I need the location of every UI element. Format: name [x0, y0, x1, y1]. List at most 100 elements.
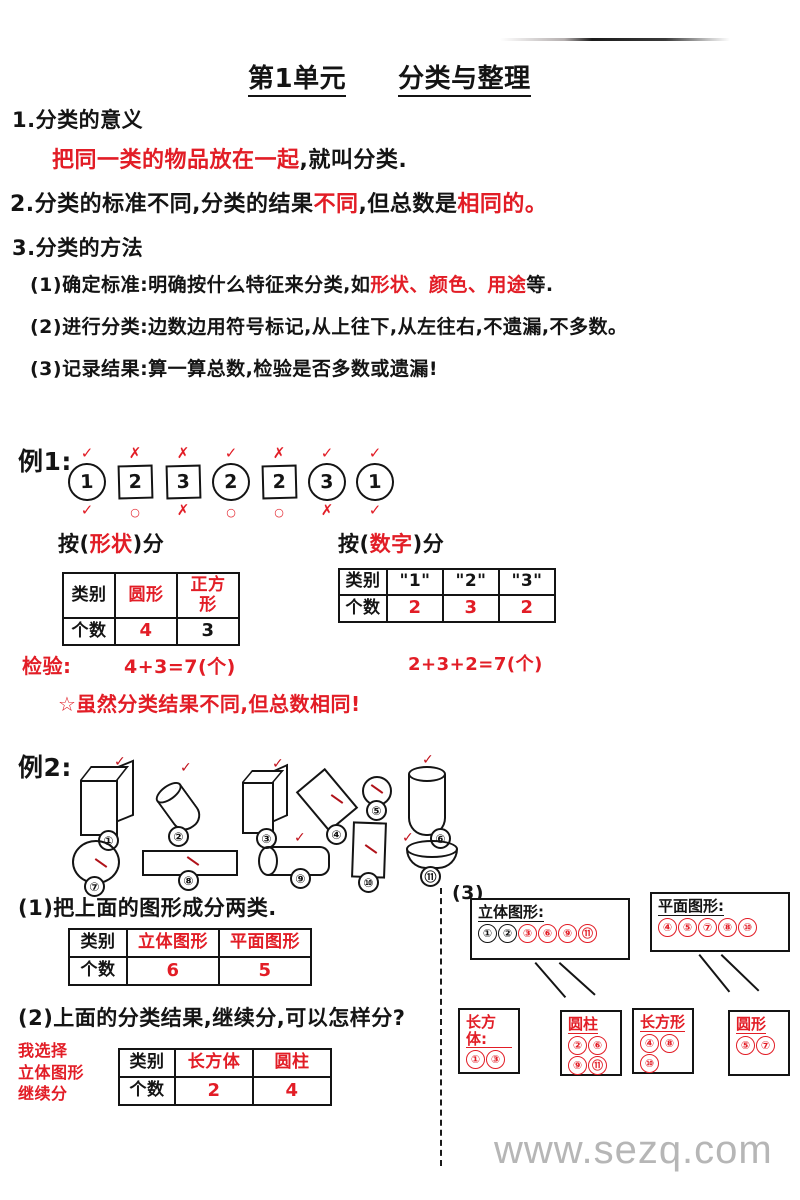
square-shape: 2 [117, 464, 153, 500]
check-mark-icon: ✓ [224, 444, 238, 462]
title-topic: 分类与整理 [398, 64, 531, 97]
figure-number: ⑧ [178, 870, 199, 891]
number-tally-table: 类别 "1" "2" "3" 个数 2 3 2 [338, 568, 556, 623]
tree-connector [558, 962, 596, 996]
sort-shape-post: )分 [132, 532, 165, 556]
cross-mark-icon: ✗ [272, 444, 286, 462]
figure-number: ⑩ [358, 872, 379, 893]
tree-connector [534, 962, 567, 999]
figure-cylinder-9: ⑨ ✓ [258, 830, 348, 898]
figure-number: ④ [326, 824, 347, 845]
conclusion-text: ☆虽然分类结果不同,但总数相同! [58, 692, 361, 716]
category-cell: 正方形 [176, 571, 240, 620]
table-row: 个数 6 5 [68, 956, 312, 986]
category-cell: "1" [386, 568, 444, 596]
sort-number-pre: 按( [338, 532, 370, 556]
section-1-body: 把同一类的物品放在一起,就叫分类. [52, 142, 407, 174]
sort-by-number-label: 按(数字)分 [338, 528, 444, 558]
circle-shape: 1 [355, 462, 395, 502]
table-row: 个数 2 4 [118, 1076, 332, 1106]
tree-item-number: ⑪ [588, 1055, 607, 1075]
equation-number: 2+3+2=7(个) [408, 654, 543, 675]
tree-item-number: ⑧ [718, 917, 737, 937]
tree-item-number: ⑩ [640, 1053, 659, 1073]
cross-mark-icon: ✗ [320, 501, 334, 519]
cross-mark-icon: ✗ [176, 501, 190, 519]
circle-mark-icon: ○ [130, 506, 140, 519]
tree-leaf-caption: 圆柱 [568, 1015, 599, 1034]
tree-item-number: ⑪ [578, 923, 597, 943]
cross-mark-icon: ✗ [128, 444, 142, 462]
shape-tally-table: 类别 圆形 正方形 个数 4 3 [62, 571, 240, 646]
tree-item-number: ⑨ [558, 923, 577, 943]
tree-item-number: ⑩ [738, 917, 757, 937]
count-cell: 2 [498, 594, 556, 623]
tree-node-caption: 平面图形: [658, 897, 724, 916]
count-cell: 4 [114, 617, 178, 646]
table-row: 个数 4 3 [62, 617, 240, 646]
my-choice-line: 立体图形 [18, 1062, 85, 1082]
category-cell: 圆柱 [252, 1048, 332, 1078]
figure-cuboid-3: ③ ✓ [242, 756, 304, 849]
count-cell: 2 [386, 594, 444, 623]
my-choice-note: 我选择 立体图形 继续分 [18, 1040, 84, 1105]
section-2-red-2: 相同的。 [457, 192, 548, 217]
sort-number-key: 数字 [369, 532, 413, 556]
solid-plane-tally-table: 类别 立体图形 平面图形 个数 6 5 [68, 928, 312, 986]
table-row: 个数 2 3 2 [338, 594, 556, 623]
check-mark-icon: ✓ [368, 444, 382, 462]
example-1-item: ✗3✗ [164, 446, 202, 518]
category-cell: "3" [498, 568, 556, 596]
section-2-part-a: 2.分类的标准不同,分类的结果 [10, 192, 314, 217]
section-1-red-text: 把同一类的物品放在一起 [52, 148, 300, 173]
category-cell: 平面图形 [218, 928, 312, 958]
my-choice-line: 我选择 [18, 1041, 68, 1060]
tree-item-number: ⑦ [698, 917, 717, 937]
category-cell: 圆形 [114, 571, 178, 620]
example-2-label: 例2: [18, 753, 72, 782]
check-mark-icon: ✓ [80, 444, 94, 462]
table-row: 类别 圆形 正方形 [62, 571, 240, 620]
section-3-step-3: (3)记录结果:算一算总数,检验是否多数或遗漏! [30, 358, 439, 380]
row-label-count: 个数 [118, 1076, 176, 1106]
tree-item-number: ③ [518, 923, 537, 943]
table-row: 类别 立体图形 平面图形 [68, 928, 312, 958]
tree-node-caption: 立体图形: [478, 903, 544, 922]
sort-by-shape-label: 按(形状)分 [58, 528, 164, 558]
tree-item-number: ⑥ [588, 1035, 607, 1055]
figure-number: ⑦ [84, 876, 105, 897]
tree-leaf-caption: 长方体: [466, 1014, 512, 1048]
scan-smudge-artifact [500, 38, 730, 41]
category-cell: "2" [442, 568, 500, 596]
section-3-step-1: (1)确定标准:明确按什么特征来分类,如形状、颜色、用途等. [30, 270, 554, 297]
check-mark-icon: ✓ [272, 756, 284, 772]
tree-item-number: ③ [486, 1050, 505, 1069]
example-1-item: ✓2○ [211, 446, 251, 518]
check-mark-icon: ✓ [80, 501, 94, 519]
row-label-category: 类别 [338, 568, 388, 596]
section-2-line: 2.分类的标准不同,分类的结果不同,但总数是相同的。 [10, 186, 547, 218]
section-3-step-2: (2)进行分类:边数边用符号标记,从上往下,从左往右,不遗漏,不多数。 [30, 316, 628, 338]
tree-item-number: ⑥ [538, 923, 557, 943]
tree-item-number: ⑦ [756, 1035, 775, 1055]
check-mark-icon: ✓ [368, 501, 382, 519]
figure-cuboid-1: ① ✓ [80, 754, 142, 851]
check-mark-icon: ✓ [422, 752, 434, 768]
example-2-question-1: (1)把上面的图形成分两类. [18, 896, 277, 920]
count-cell: 5 [218, 956, 312, 986]
figure-rectangle-4: ④ [295, 767, 368, 845]
cross-mark-icon: ✗ [176, 444, 190, 462]
figure-circle-7: ⑦ [72, 840, 134, 902]
figure-number: ⑤ [366, 800, 387, 821]
verification-label: 检验: [22, 654, 72, 678]
circle-shape: 2 [211, 462, 251, 502]
example-1-item: ✗ 2 ○ [116, 446, 154, 518]
row-label-count: 个数 [338, 594, 388, 623]
my-choice-line: 继续分 [18, 1084, 68, 1104]
